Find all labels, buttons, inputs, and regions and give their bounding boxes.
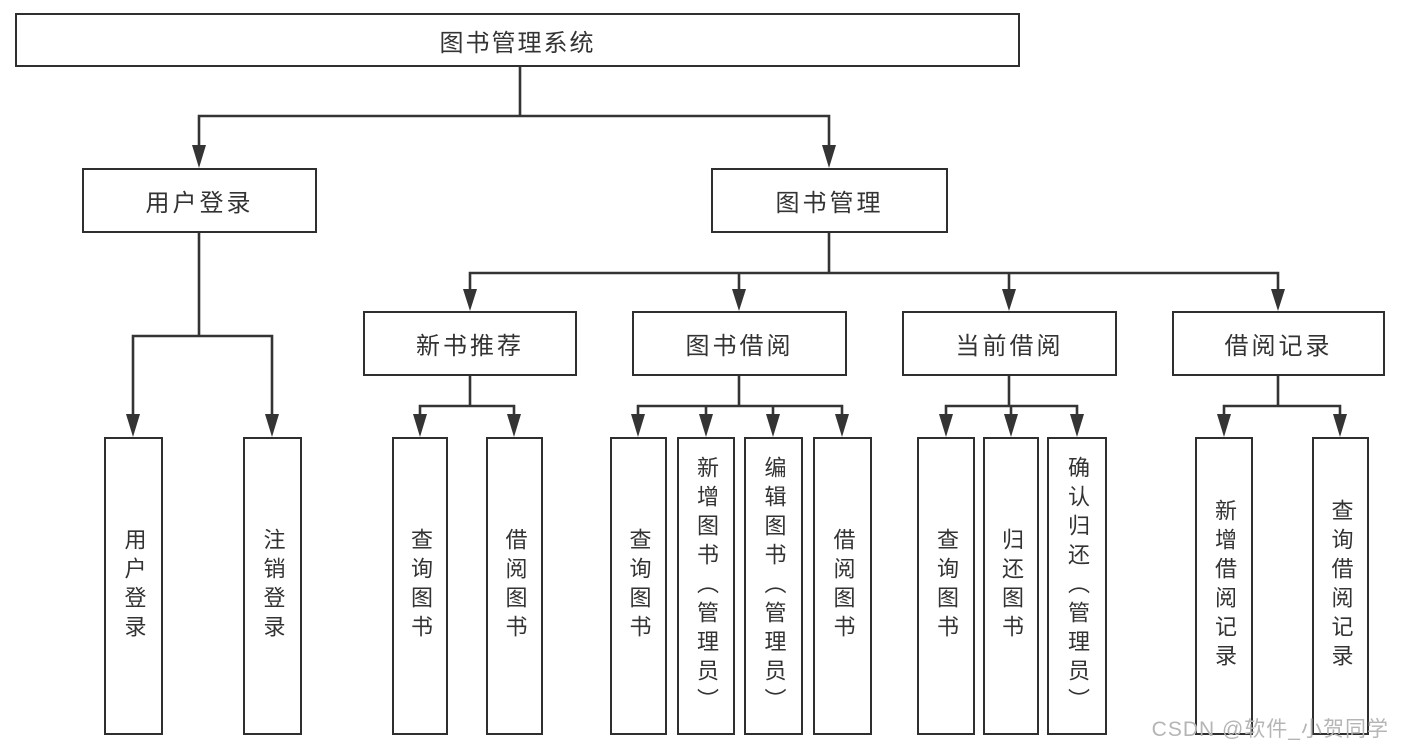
leaf-query-book-current: 查询图书: [917, 437, 975, 735]
leaf-edit-book-admin: 编辑图书（管理员）: [744, 437, 803, 735]
leaf-label: 用户登录: [121, 528, 147, 644]
leaf-label: 新增图书（管理员）: [694, 455, 719, 717]
connector-borrow-records-leaves: [1222, 376, 1342, 416]
leaf-label: 确认归还（管理员）: [1065, 455, 1090, 717]
node-new-book-recommend: 新书推荐: [363, 311, 577, 376]
leaf-label: 新增借阅记录: [1212, 499, 1237, 673]
leaf-borrow-book-recommend: 借阅图书: [486, 437, 543, 735]
leaf-borrow-book: 借阅图书: [813, 437, 872, 735]
leaf-query-borrow-record: 查询借阅记录: [1312, 437, 1369, 735]
connector-user-login-leaves: [131, 232, 274, 416]
connector-new-book-leaves: [418, 376, 516, 416]
leaf-label: 归还图书: [999, 528, 1024, 644]
leaf-label: 查询图书: [626, 528, 652, 644]
connector-books-to-level3: [468, 233, 1280, 291]
leaf-confirm-return-admin: 确认归还（管理员）: [1047, 437, 1107, 735]
node-user-login-branch: 用户登录: [82, 168, 317, 233]
leaf-label: 注销登录: [260, 528, 286, 644]
leaf-label: 查询借阅记录: [1328, 499, 1354, 673]
node-label: 图书管理: [775, 190, 884, 217]
leaf-label: 编辑图书（管理员）: [761, 455, 787, 717]
leaf-label: 借阅图书: [502, 528, 528, 644]
csdn-watermark: CSDN @软件_小贺同学: [1151, 718, 1389, 741]
connector-root-to-level2: [197, 66, 831, 146]
node-root-system: 图书管理系统: [15, 13, 1020, 67]
arrowhead-level2: [192, 145, 836, 168]
leaf-label: 借阅图书: [830, 528, 856, 644]
arrowhead-user-login-leaves: [126, 414, 279, 437]
node-current-borrow: 当前借阅: [902, 311, 1117, 376]
leaf-query-book-recommend: 查询图书: [392, 437, 448, 735]
node-label: 新书推荐: [416, 333, 524, 360]
leaf-logout: 注销登录: [243, 437, 302, 735]
node-book-management-branch: 图书管理: [711, 168, 948, 233]
node-book-borrow: 图书借阅: [632, 311, 847, 376]
leaf-label: 查询图书: [408, 528, 433, 644]
leaf-add-book-admin: 新增图书（管理员）: [677, 437, 735, 735]
connector-book-borrow-leaves: [636, 376, 844, 416]
leaf-return-book: 归还图书: [983, 437, 1039, 735]
node-label: 图书借阅: [685, 333, 794, 360]
leaf-add-borrow-record: 新增借阅记录: [1195, 437, 1253, 735]
node-label: 用户登录: [145, 190, 254, 217]
connector-current-borrow-leaves: [944, 376, 1079, 416]
node-label: 当前借阅: [955, 333, 1064, 360]
node-borrow-records: 借阅记录: [1172, 311, 1385, 376]
arrowhead-leaf-row: [413, 414, 1347, 437]
node-root-label: 图书管理系统: [439, 29, 596, 57]
arrowhead-level3: [463, 289, 1285, 311]
node-label: 借阅记录: [1224, 333, 1333, 360]
leaf-label: 查询图书: [934, 528, 959, 644]
leaf-query-book-borrow: 查询图书: [610, 437, 667, 735]
leaf-user-login: 用户登录: [104, 437, 163, 735]
